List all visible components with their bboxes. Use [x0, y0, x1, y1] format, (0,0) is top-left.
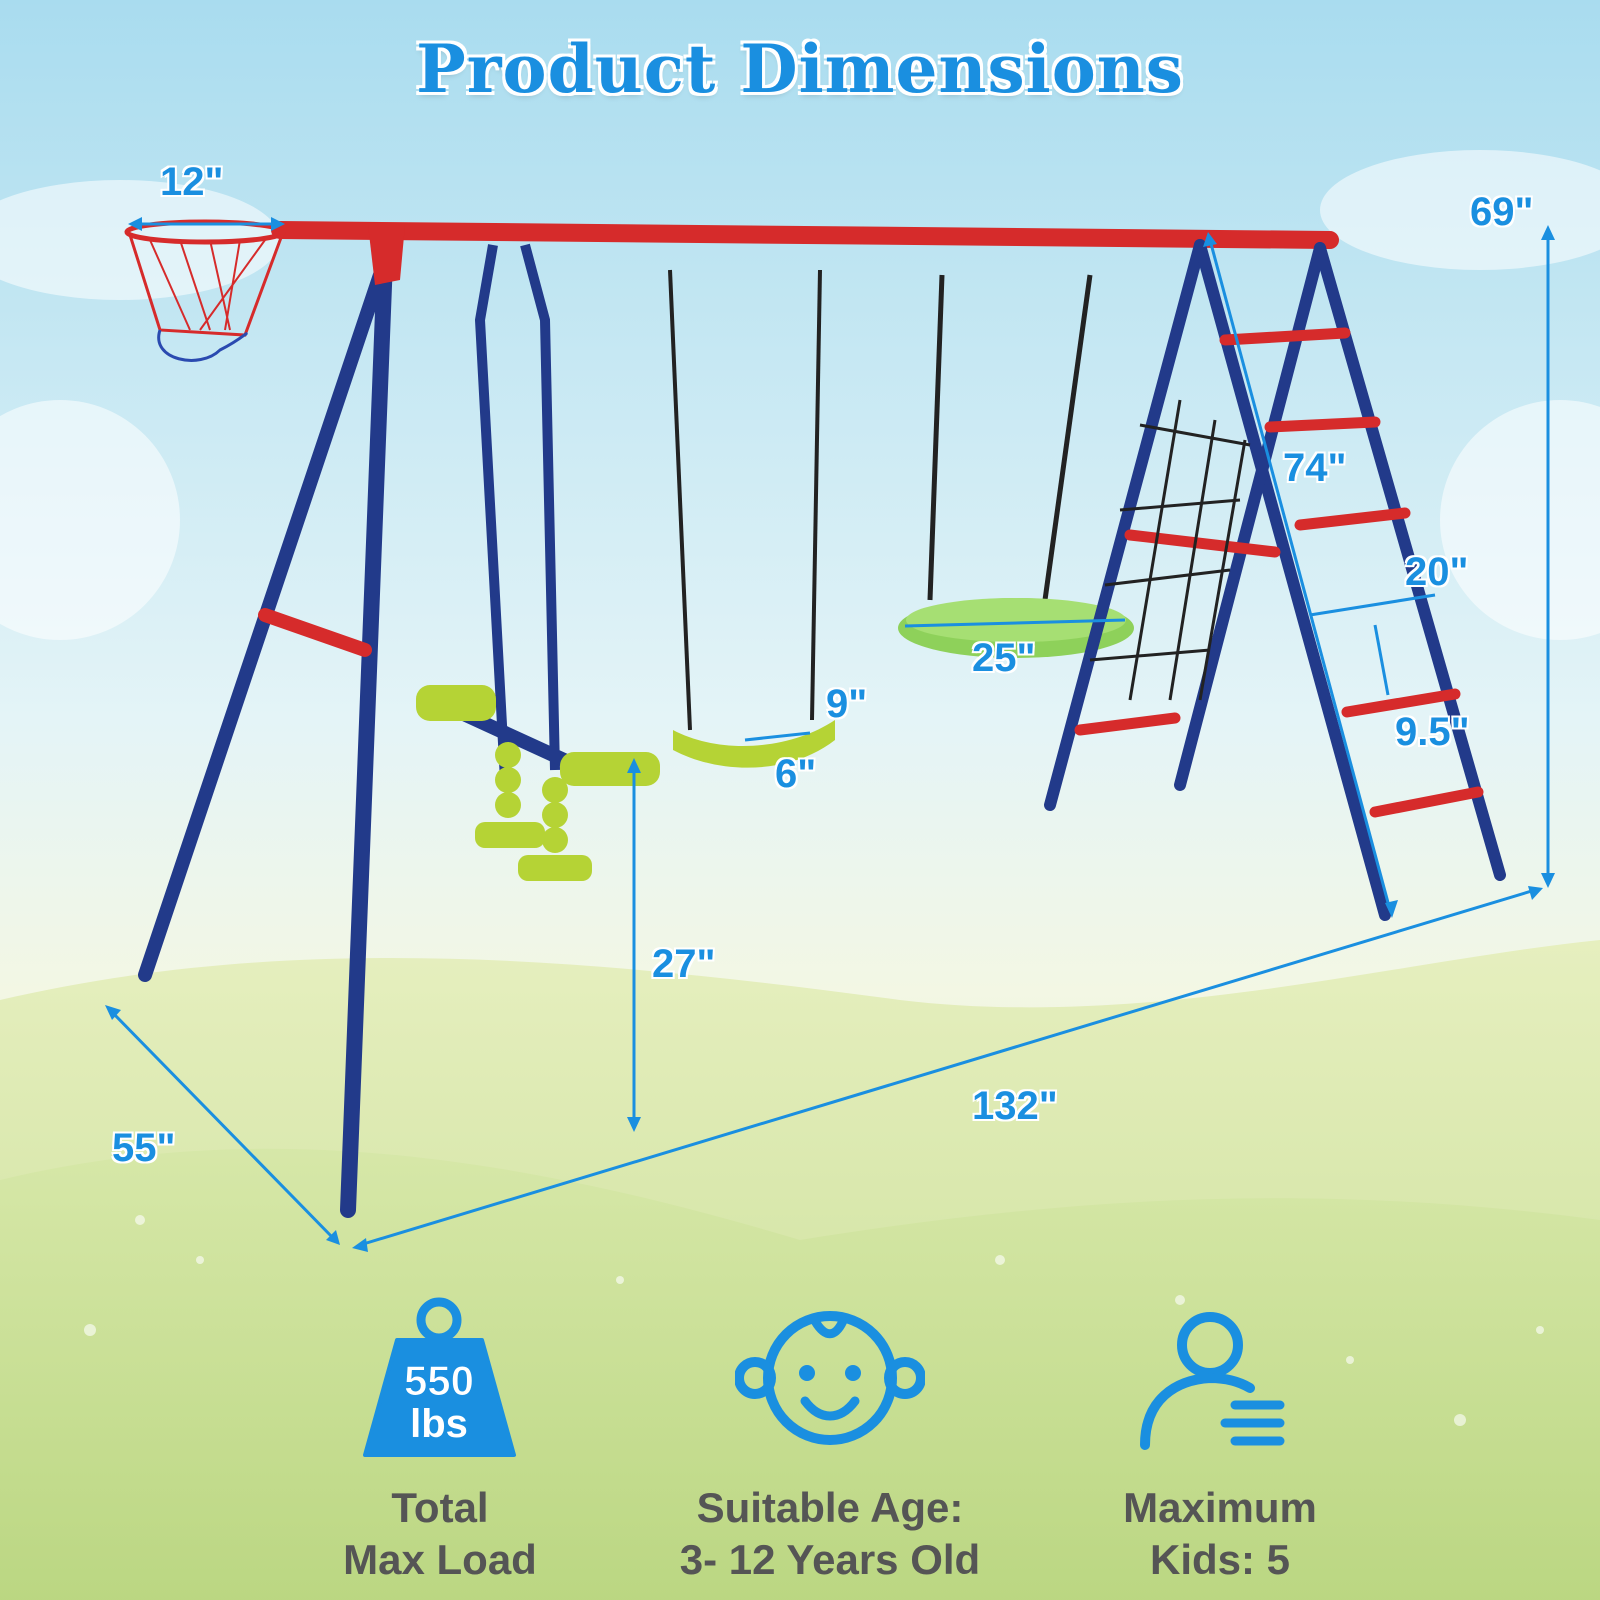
dimension-label-seat-width: 6": [775, 752, 817, 796]
weight-unit: lbs: [410, 1402, 468, 1446]
meadow-dots: [84, 1215, 1544, 1426]
feature-maximum-kids-line1: Maximum: [1123, 1484, 1317, 1531]
child-limit-icon: [1140, 1310, 1290, 1450]
dimension-label-rung-spacing: 9.5": [1395, 710, 1470, 754]
feature-suitable-age-line2: 3- 12 Years Old: [679, 1536, 981, 1583]
feature-maximum-kids-line2: Kids: 5: [1149, 1536, 1291, 1583]
arrow-heads: [105, 217, 1555, 1252]
basketball-hoop: [124, 219, 286, 362]
feature-suitable-age-line1: Suitable Age:: [696, 1484, 964, 1531]
feature-suitable-age: Suitable Age: 3- 12 Years Old: [635, 1482, 1025, 1586]
dimension-label-ladder-length: 74": [1283, 446, 1347, 490]
weight-icon: 550 lbs: [362, 1295, 517, 1460]
feature-max-load-line1: Total: [391, 1484, 489, 1531]
feature-max-load: Total Max Load: [290, 1482, 590, 1586]
belt-swing: [668, 269, 835, 768]
dimension-label-depth: 55": [112, 1126, 176, 1170]
weight-value: 550: [404, 1357, 474, 1404]
feature-max-load-line2: Max Load: [343, 1536, 537, 1583]
dimension-label-overall-height: 69": [1470, 190, 1534, 234]
dimension-label-length: 132": [972, 1084, 1058, 1128]
top-beam: [271, 221, 1339, 249]
dimension-label-seat-length: 9": [826, 682, 868, 726]
baby-face-icon: [734, 1303, 926, 1453]
saucer-swing: [898, 274, 1134, 658]
dimension-label-seesaw-height: 27": [652, 942, 716, 986]
dimension-label-hoop-width: 12": [160, 160, 224, 204]
feature-maximum-kids: Maximum Kids: 5: [1070, 1482, 1370, 1586]
dimension-label-saucer-diameter: 25": [972, 636, 1036, 680]
page-title: Product Dimensions: [416, 30, 1184, 108]
cargo-net: [1089, 399, 1251, 701]
left-a-frame: [138, 225, 405, 1218]
dimension-label-ladder-width: 20": [1405, 550, 1469, 594]
dimension-arrows: [108, 222, 1550, 1247]
ladder-frame: [1044, 239, 1506, 921]
